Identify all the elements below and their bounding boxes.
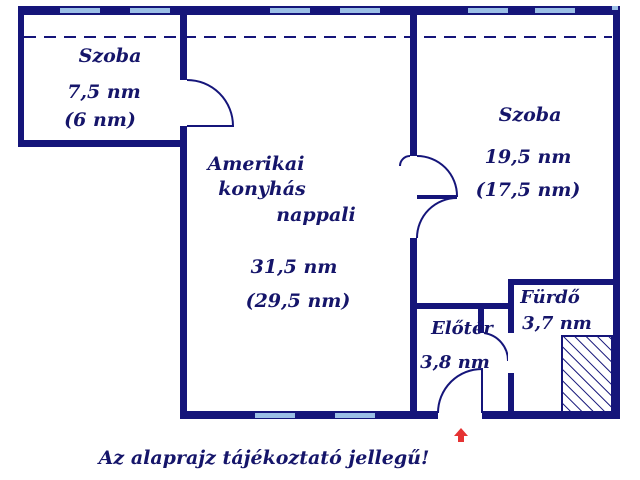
living-area: 31,5 nm [251, 256, 338, 278]
small-room-net-area: (6 nm) [64, 109, 136, 131]
window [60, 8, 100, 13]
hall-name: Előtér [430, 318, 494, 339]
living-name-line2: konyhás [218, 178, 306, 200]
double-door-swing-bottom [416, 197, 458, 239]
small-room-bottom-wall [18, 140, 186, 147]
entrance-gap [438, 411, 482, 419]
living-name-line1: Amerikai [206, 153, 305, 175]
big-room-net-area: (17,5 nm) [476, 179, 581, 201]
double-door-left-top [399, 155, 411, 167]
small-room-area: 7,5 nm [67, 81, 141, 103]
living-net-area: (29,5 nm) [246, 290, 351, 312]
living-name-line3: nappali [276, 204, 355, 226]
window [270, 8, 310, 13]
living-left-wall [180, 6, 187, 418]
middle-wall-lower [410, 238, 417, 419]
big-room-area: 19,5 nm [485, 146, 572, 168]
hall-stub-wall [478, 303, 484, 333]
double-door-gap [410, 156, 417, 238]
bathroom-area: 3,7 nm [522, 313, 592, 334]
window [335, 413, 375, 418]
hall-area: 3,8 nm [420, 352, 490, 373]
window [130, 8, 170, 13]
window [535, 8, 575, 13]
double-door-swing-top [416, 155, 459, 197]
small-room-name: Szoba [79, 45, 142, 67]
entrance-door-swing [437, 367, 483, 414]
doors [180, 79, 514, 419]
big-room-name: Szoba [499, 104, 562, 126]
bottom-wall [180, 411, 620, 419]
window [468, 8, 508, 13]
windows [60, 6, 618, 418]
middle-wall-upper [410, 6, 417, 156]
shower-hatch [561, 335, 613, 413]
bathroom-top-wall [508, 279, 620, 285]
disclaimer: Az alaprajz tájékoztató jellegű! [97, 447, 430, 469]
bath-door-gap [508, 333, 514, 373]
entrance-arrow-icon [454, 428, 468, 442]
top-wall [18, 6, 620, 15]
bath-door-swing [483, 332, 510, 362]
hall-top-wall [410, 303, 514, 309]
small-room-left-wall [18, 6, 24, 146]
window [340, 8, 380, 13]
bathroom-name: Fürdő [519, 287, 580, 308]
small-room-door-gap [180, 80, 187, 126]
small-room-door-swing [186, 79, 235, 127]
window [612, 6, 618, 10]
right-wall [613, 6, 620, 419]
window [255, 413, 295, 418]
